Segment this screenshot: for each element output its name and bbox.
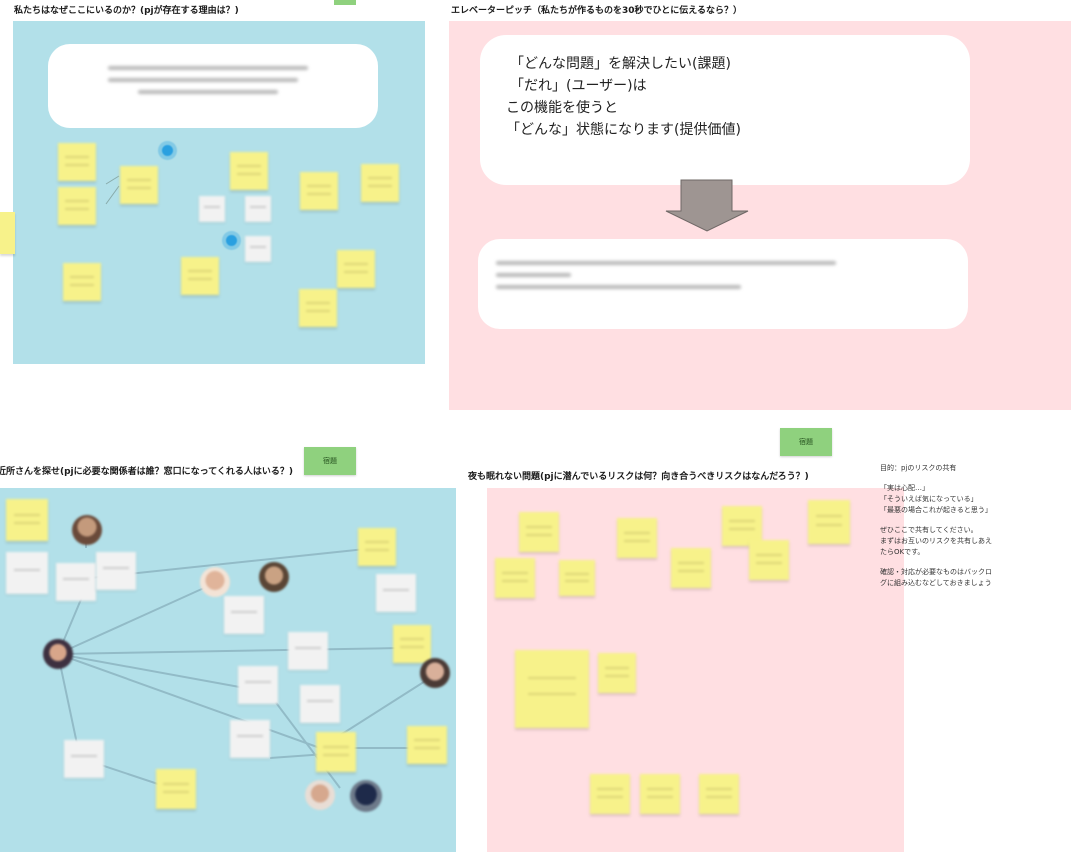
sticky-note[interactable] [299,289,337,327]
avatar[interactable] [350,780,382,812]
frame-title-why: 私たちはなぜここにいるのか？(pjが存在する理由は？) [14,3,239,16]
sticky-note[interactable] [337,250,375,288]
small-card[interactable] [224,596,264,634]
down-arrow-icon [664,179,750,233]
frame-title-stakeholders: 近所さんを探せ(pjに必要な関係者は誰？窓口になってくれる人はいる？) [0,464,293,477]
sticky-note[interactable] [58,143,96,181]
sticky-note[interactable] [699,774,739,814]
sticky-note[interactable] [63,263,101,301]
avatar[interactable] [200,567,230,597]
instruction-text: ぜひここで共有してください。 [880,525,992,536]
sticky-note-large[interactable] [515,650,589,728]
collaborator-cursor-icon [226,235,237,246]
instruction-example: 「実は心配…」 [880,483,992,494]
small-card[interactable] [376,574,416,612]
sticky-note[interactable] [617,518,657,558]
risk-instructions: 目的：pjのリスクの共有 「実は心配…」 「そういえば気になっている」 「最悪の… [880,463,992,589]
instruction-note: グに組み込むなどしておきましょう [880,578,992,589]
collaborator-cursor-icon [162,145,173,156]
small-card[interactable] [199,196,225,222]
frame-why[interactable] [13,21,425,364]
instruction-note: 確認・対応が必要なものはバックロ [880,567,992,578]
sticky-note[interactable] [120,166,158,204]
frame-stakeholders[interactable] [0,488,456,852]
sticky-note[interactable] [393,625,431,663]
sticky-note[interactable] [316,732,356,772]
avatar[interactable] [72,515,102,545]
sticky-note[interactable] [358,528,396,566]
sticky-note[interactable] [156,769,196,809]
small-card[interactable] [288,632,328,670]
sticky-note[interactable] [495,558,535,598]
instruction-text: たらOKです。 [880,547,992,558]
sticky-note[interactable] [640,774,680,814]
small-card[interactable] [230,720,270,758]
small-card[interactable] [64,740,104,778]
frame-risks[interactable] [487,488,904,852]
avatar[interactable] [305,780,335,810]
instruction-text: まずはお互いのリスクを共有しあえ [880,536,992,547]
pitch-line-value: 「どんな」状態になります(提供価値) [506,119,741,141]
homework-tag[interactable]: 宿題 [780,428,832,456]
pitch-answer-bubble[interactable] [478,239,968,329]
sticky-note-offscreen[interactable] [0,212,15,254]
sticky-note[interactable] [808,500,850,544]
sticky-note[interactable] [519,512,559,552]
avatar[interactable] [420,658,450,688]
sticky-note[interactable] [749,540,789,580]
homework-tag[interactable]: 宿題 [304,447,356,475]
sticky-note[interactable] [361,164,399,202]
frame-title-elevator-pitch: エレベーターピッチ（私たちが作るものを30秒でひとに伝えるなら？） [451,3,742,16]
sticky-note[interactable] [407,726,447,764]
pitch-template-bubble[interactable]: 「どんな問題」を解決したい(課題) 「だれ」(ユーザー)は この機能を使うと 「… [480,35,970,185]
blurred-text [496,261,836,297]
instruction-example: 「最悪の場合これが起きると思う」 [880,505,992,516]
small-card[interactable] [300,685,340,723]
small-card[interactable] [238,666,278,704]
frame-elevator-pitch[interactable]: 「どんな問題」を解決したい(課題) 「だれ」(ユーザー)は この機能を使うと 「… [449,21,1071,410]
pitch-line-user: 「だれ」(ユーザー)は [510,75,647,97]
pitch-line-problem: 「どんな問題」を解決したい(課題) [510,53,731,75]
small-card[interactable] [245,236,271,262]
avatar[interactable] [43,639,73,669]
sticky-note[interactable] [559,560,595,596]
instruction-example: 「そういえば気になっている」 [880,494,992,505]
sticky-note[interactable] [181,257,219,295]
sticky-note[interactable] [300,172,338,210]
tag-cut-top[interactable] [334,0,356,5]
sticky-note[interactable] [590,774,630,814]
sticky-note[interactable] [230,152,268,190]
small-card[interactable] [6,552,48,594]
small-card[interactable] [96,552,136,590]
pitch-line-feature: この機能を使うと [506,97,618,119]
sticky-note[interactable] [598,653,636,693]
sticky-note[interactable] [58,187,96,225]
small-card[interactable] [245,196,271,222]
frame-title-risks: 夜も眠れない問題(pjに潜んでいるリスクは何？向き合うべきリスクはなんだろう？) [468,469,809,482]
sticky-note[interactable] [6,499,48,541]
sticky-note[interactable] [671,548,711,588]
avatar[interactable] [259,562,289,592]
small-card[interactable] [56,563,96,601]
instruction-purpose: 目的：pjのリスクの共有 [880,463,992,474]
